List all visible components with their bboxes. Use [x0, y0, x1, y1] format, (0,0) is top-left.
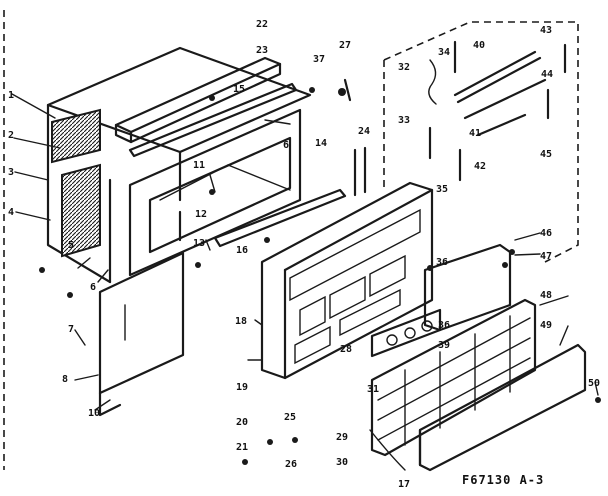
callout-2: 2 [8, 130, 14, 141]
callout-37: 37 [313, 54, 325, 65]
callout-4: 4 [8, 207, 14, 218]
callout-48: 48 [540, 290, 552, 301]
callout-41: 41 [469, 128, 481, 139]
callout-20: 20 [236, 417, 248, 428]
callout-6b: 6 [283, 140, 289, 151]
callout-40: 40 [473, 40, 485, 51]
callout-27: 27 [339, 40, 351, 51]
callout-17: 17 [398, 479, 410, 490]
callout-8: 8 [62, 374, 68, 385]
rail-strip [128, 82, 298, 158]
callout-labels: 1 2 3 4 5 6 7 8 10 11 12 13 14 15 6 16 1… [8, 19, 600, 490]
callout-46: 46 [540, 228, 552, 239]
callout-43: 43 [540, 25, 552, 36]
callout-15: 15 [233, 84, 245, 95]
callout-35: 35 [436, 184, 448, 195]
callout-32: 32 [398, 62, 410, 73]
callout-34: 34 [438, 47, 450, 58]
callout-25: 25 [284, 412, 296, 423]
side-panel [98, 251, 185, 417]
callout-19: 19 [236, 382, 248, 393]
left-side-grille [51, 108, 101, 258]
callout-12: 12 [195, 209, 207, 220]
filter-frame [423, 243, 512, 332]
callout-26: 26 [285, 459, 297, 470]
callout-36b: 36 [438, 320, 450, 331]
callout-39: 39 [438, 340, 450, 351]
callout-29: 29 [336, 432, 348, 443]
group-outline [383, 21, 579, 263]
callout-11: 11 [193, 160, 205, 171]
top-rail [114, 56, 282, 144]
inner-chassis-frame [128, 108, 302, 277]
callout-47: 47 [540, 251, 552, 262]
callout-24: 24 [358, 126, 370, 137]
front-grille [370, 298, 537, 457]
callout-14: 14 [315, 138, 327, 149]
callout-49: 49 [540, 320, 552, 331]
callout-23: 23 [256, 45, 268, 56]
callout-5: 5 [68, 240, 74, 251]
callout-7: 7 [68, 324, 74, 335]
callout-16: 16 [236, 245, 248, 256]
bottom-cover [418, 343, 587, 472]
callout-10: 10 [88, 408, 100, 419]
small-hardware [39, 78, 601, 471]
callout-1: 1 [8, 90, 14, 101]
leader-lines [11, 93, 599, 411]
callout-18: 18 [235, 316, 247, 327]
callout-33: 33 [398, 115, 410, 126]
callout-45: 45 [540, 149, 552, 160]
right-group-rods [428, 40, 567, 182]
callout-50: 50 [588, 378, 600, 389]
mounting-rail [213, 188, 347, 248]
callout-6: 6 [90, 282, 96, 293]
callout-36a: 36 [436, 257, 448, 268]
callout-44: 44 [541, 69, 553, 80]
drawing-code: F67130 A-3 [462, 473, 544, 487]
callout-21: 21 [236, 442, 248, 453]
callout-30: 30 [336, 457, 348, 468]
callout-28: 28 [340, 344, 352, 355]
callout-22: 22 [256, 19, 268, 30]
callout-13: 13 [193, 238, 205, 249]
callout-3: 3 [8, 167, 14, 178]
callout-31: 31 [367, 384, 379, 395]
cabinet-shell [46, 46, 312, 284]
callout-42: 42 [474, 161, 486, 172]
front-panel [260, 181, 434, 380]
